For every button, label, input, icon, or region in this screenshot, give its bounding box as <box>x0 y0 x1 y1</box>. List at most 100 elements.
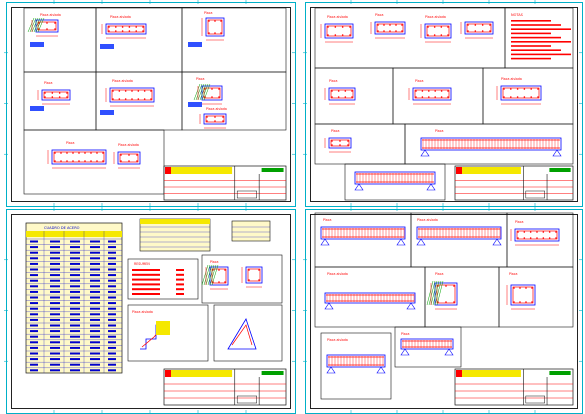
s3-cell <box>90 285 100 288</box>
s2-beam-1-support <box>420 149 430 157</box>
s4-box-h <box>394 326 462 368</box>
s1-sec-8-rebar <box>102 160 104 162</box>
s3-cell <box>30 302 38 305</box>
s1-sec-4-rebar <box>66 96 68 98</box>
s1-blue-chip <box>188 42 202 47</box>
s1-sec-5-rebar <box>150 98 152 100</box>
s2-box-f <box>314 123 406 165</box>
s3-cell <box>30 369 38 372</box>
s2-sec-7-rebar <box>503 96 505 98</box>
s3-cell <box>108 274 116 277</box>
s3-cell <box>70 274 80 277</box>
s4-sec-3-rebar <box>513 287 515 289</box>
s4-sec-1-rebar <box>542 231 545 233</box>
s1-sec-2-rebar <box>121 30 124 32</box>
s2-sec-1-rebar <box>327 34 329 36</box>
s1-label: Placa <box>204 11 213 15</box>
s1-sec-2-rebar <box>115 30 117 32</box>
s3-cell <box>30 246 38 249</box>
s4-beam-3-support <box>324 302 334 310</box>
s3-cell <box>108 290 116 293</box>
s2-sec-5-concrete-outline <box>328 87 356 101</box>
s2-sec-4-rebar <box>474 30 477 32</box>
s3-cell <box>108 268 116 271</box>
s3-cell <box>70 318 80 321</box>
s3-cell <box>50 240 60 243</box>
s3-detail-1-concrete-outline <box>209 266 229 286</box>
s3-cell <box>50 268 60 271</box>
s3-cell <box>90 307 100 310</box>
s3-cell <box>70 251 80 254</box>
s1-sec-8-rebar <box>84 160 86 162</box>
s2-sec-3-rebar <box>433 34 436 36</box>
s3-cell <box>108 346 116 349</box>
s3-detail-1-hatch <box>205 264 213 286</box>
s3-cell <box>50 369 60 372</box>
s3-cell <box>108 313 116 316</box>
s1-sec-1-concrete-outline <box>35 19 59 33</box>
s2-sec-6-concrete-outline <box>412 87 452 101</box>
s3-detail-box <box>201 254 283 304</box>
s3-logo <box>165 370 171 377</box>
s2-note-line <box>511 41 571 43</box>
s3-cell <box>70 346 80 349</box>
s3-cell <box>30 324 38 327</box>
s4-beam-3-support <box>406 302 416 310</box>
s1-sec-8-rebar <box>90 160 92 162</box>
s4-sec-3-rebar <box>519 301 521 303</box>
sheet-3-frame <box>11 214 291 409</box>
s3-cell <box>108 307 116 310</box>
s2-note-line <box>511 20 551 22</box>
s1-sec-4-rebar <box>51 92 54 94</box>
s2-note-line <box>511 36 561 39</box>
s3-cell <box>90 324 100 327</box>
s3-cell <box>70 285 80 288</box>
s3-summary-2 <box>231 220 271 242</box>
s3-cell <box>30 363 38 366</box>
s3-cell <box>108 257 116 260</box>
s4-sec-2-hatch <box>430 280 438 306</box>
s3-detail-1-rebar <box>224 281 226 283</box>
s1-sec-8-rebar <box>96 152 98 154</box>
s2-sec-2-rebar <box>395 30 397 32</box>
s1-title-band <box>165 167 233 174</box>
s4-title-stamp <box>549 371 571 375</box>
s3-sheet-number <box>236 395 257 404</box>
s2-box-c <box>314 67 394 125</box>
s1-sec-7-rebar <box>214 116 216 118</box>
s1-sec-6-rebar <box>204 88 206 90</box>
s4-box-e <box>424 266 500 328</box>
s3-summary-title: RESUMEN <box>134 262 150 266</box>
s2-sec-2-rebar <box>389 24 391 26</box>
s2-label: Placa <box>375 13 384 17</box>
s1-box-a <box>23 7 97 73</box>
s2-sec-4-rebar <box>489 24 491 26</box>
s2-sec-2-concrete-outline <box>374 21 406 35</box>
s2-sec-7-rebar <box>523 96 526 98</box>
s3-detail-box-2 <box>127 304 209 362</box>
s1-sec-2-rebar <box>142 26 144 28</box>
s1-sec-1-hatch <box>29 17 37 33</box>
s4-label: Placa <box>401 332 410 336</box>
s3-detail-1-rebar <box>218 281 220 283</box>
s3-cell <box>50 285 60 288</box>
s2-sec-6-rebar <box>415 96 417 98</box>
s1-sec-7-rebar <box>214 120 216 122</box>
s2-sec-8-stirrup <box>330 139 350 147</box>
s3-cell <box>50 358 60 361</box>
s2-sec-5-rebar <box>337 90 340 92</box>
s4-sec-1-rebar <box>536 231 538 233</box>
s4-sec-2-concrete-outline <box>434 282 458 306</box>
s3-cell <box>70 240 80 243</box>
s2-sec-7-rebar <box>516 88 519 90</box>
s3-cell <box>90 246 100 249</box>
s3-cell <box>90 240 100 243</box>
s3-cell <box>90 279 100 282</box>
s1-sec-5-rebar <box>118 90 121 92</box>
s3-cell <box>30 257 38 260</box>
s1-sec-7-rebar <box>222 116 224 118</box>
s1-sec-7-concrete-outline <box>203 113 227 125</box>
s2-note-line <box>511 45 551 47</box>
